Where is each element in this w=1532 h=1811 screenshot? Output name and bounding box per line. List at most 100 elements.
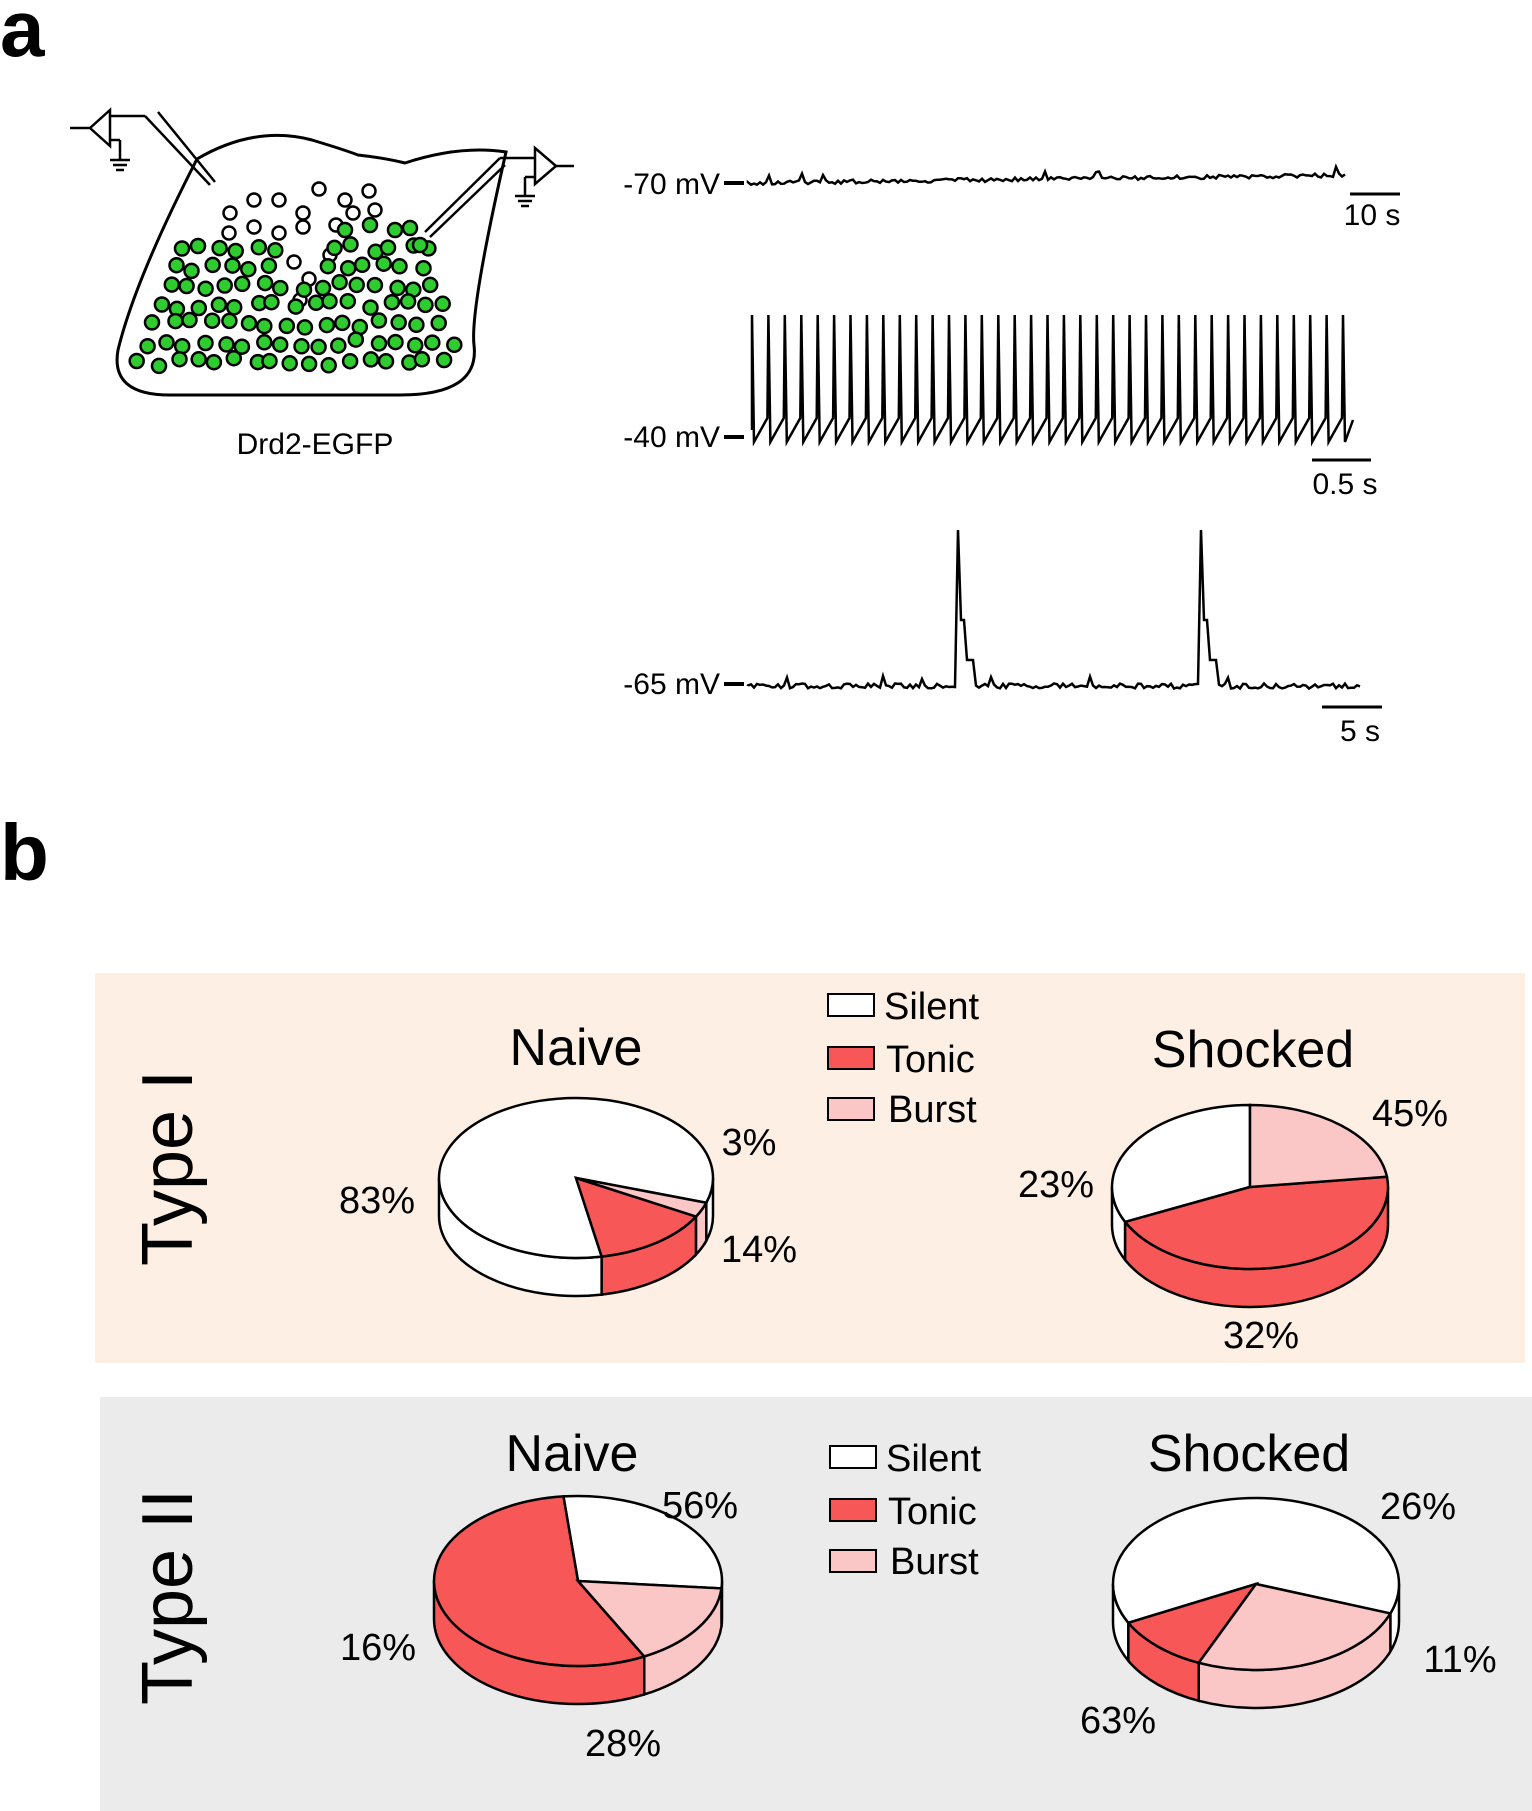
pie-chart-type1-naive (437, 1096, 715, 1298)
neuron-cell-icon (260, 257, 278, 275)
type1-title: Type I (128, 1070, 208, 1266)
legend-label: Silent (884, 986, 979, 1028)
legend-label: Tonic (886, 1039, 975, 1081)
neuron-cell-icon (389, 279, 406, 297)
chart-title: Naive (506, 1425, 639, 1483)
neuron-cell-icon (334, 314, 351, 332)
neuron-cell-icon (310, 338, 327, 356)
scale-bar-label: 10 s (1344, 199, 1401, 232)
neuron-cell-icon (295, 219, 311, 235)
pie-slice-burst (1248, 1103, 1389, 1189)
neuron-cell-icon (256, 334, 273, 351)
pie-value-label: 14% (721, 1229, 797, 1271)
neuron-cell-icon (178, 277, 195, 295)
legend: Silent Tonic Burst (829, 1438, 981, 1583)
neuron-cell-icon (341, 352, 359, 370)
neuron-cell-icon (281, 355, 298, 372)
neuron-cell-icon (421, 276, 439, 294)
neuron-cell-icon (300, 355, 318, 373)
neuron-cell-icon (387, 333, 404, 351)
neuron-cell-icon (295, 205, 311, 221)
trace-line (750, 314, 1355, 447)
neuron-cell-icon (271, 336, 289, 353)
neuron-cell-icon (293, 338, 310, 355)
neuron-cell-icon (271, 225, 287, 241)
neuron-cell-icon (173, 240, 191, 257)
neuron-cell-icon (408, 316, 425, 334)
neuron-cell-icon (173, 337, 191, 355)
neuron-cell-icon (204, 256, 221, 274)
neuron-cell-icon (411, 236, 429, 254)
left-electrode-icon (70, 107, 216, 186)
neuron-cell-icon (370, 312, 388, 329)
pie-slice-silent (1110, 1103, 1252, 1224)
neuron-cell-icon (336, 221, 354, 239)
neuron-cell-icon (189, 237, 207, 255)
neuron-cell-icon (399, 293, 417, 310)
neuron-cell-icon (197, 334, 214, 352)
neuron-cell-icon (246, 192, 262, 208)
neuron-cell-icon (150, 357, 168, 375)
neuron-cell-icon (434, 295, 451, 313)
neuron-cell-icon (348, 276, 365, 294)
neuron-cell-icon (339, 292, 357, 310)
neuron-cell-icon (256, 274, 274, 292)
chart-title: Shocked (1152, 1021, 1354, 1079)
pie-value-label: 45% (1372, 1093, 1448, 1135)
right-electrode-icon (424, 145, 574, 238)
slice-diagram: Drd2-EGFP (70, 107, 574, 461)
neuron-cell-icon (197, 280, 214, 297)
neuron-cell-icon (362, 299, 379, 316)
pie-slice-burst (575, 1176, 709, 1218)
pie-slice-tonic (432, 1495, 647, 1668)
pie-value-label: 28% (585, 1723, 661, 1765)
pie-value-label: 32% (1223, 1315, 1299, 1357)
neuron-cell-icon (246, 219, 262, 235)
neuron-cell-icon (203, 312, 221, 329)
neuron-cell-icon (296, 319, 314, 336)
pie-chart-type2-naive (432, 1494, 724, 1706)
neuron-cell-icon (263, 293, 280, 311)
legend-swatch-tonic (827, 1046, 875, 1070)
neuron-cell-icon (390, 314, 407, 331)
diagram-label: Drd2-EGFP (237, 428, 394, 461)
neuron-cell-icon (261, 352, 278, 370)
neuron-cell-icon (183, 262, 200, 280)
pie-value-label: 16% (340, 1627, 416, 1669)
pie-value-label: 3% (722, 1122, 777, 1164)
legend-label: Silent (886, 1438, 981, 1480)
scale-bar-label: 0.5 s (1312, 468, 1377, 501)
neuron-cell-icon (319, 257, 337, 275)
chart-title: Naive (510, 1019, 643, 1077)
legend-label: Burst (890, 1541, 979, 1583)
pie-value-label: 83% (339, 1180, 415, 1222)
type2-title: Type II (128, 1489, 208, 1705)
neuron-cell-icon (143, 314, 161, 331)
trace-voltage-label: -40 mV (623, 421, 720, 454)
neuron-cell-icon (267, 242, 284, 259)
pie-slice-tonic (1122, 1175, 1390, 1271)
neuron-cell-icon (272, 279, 289, 297)
legend-swatch-burst (829, 1549, 877, 1573)
legend-label: Burst (888, 1089, 977, 1131)
neuron-cell-icon (370, 335, 388, 352)
neuron-cell-icon (361, 216, 379, 234)
pie-slice-burst (575, 1579, 723, 1658)
neuron-cell-icon (330, 337, 347, 354)
neuron-cell-icon (181, 311, 198, 329)
neuron-cell-icon (233, 275, 251, 293)
neuron-cell-icon (224, 257, 241, 274)
neuron-cell-icon (225, 299, 243, 316)
neuron-cell-icon (240, 260, 257, 278)
neuron-cell-icon (287, 298, 305, 315)
pie-slice-tonic (1126, 1581, 1260, 1665)
scale-bar-label: 5 s (1340, 715, 1380, 748)
neuron-cells (128, 181, 463, 375)
neuron-cell-icon (413, 351, 431, 368)
neuron-cell-icon (430, 314, 447, 332)
legend-swatch-tonic (829, 1498, 877, 1522)
neuron-cell-icon (362, 351, 380, 368)
neuron-cell-icon (339, 259, 357, 277)
neuron-cell-icon (163, 276, 181, 293)
